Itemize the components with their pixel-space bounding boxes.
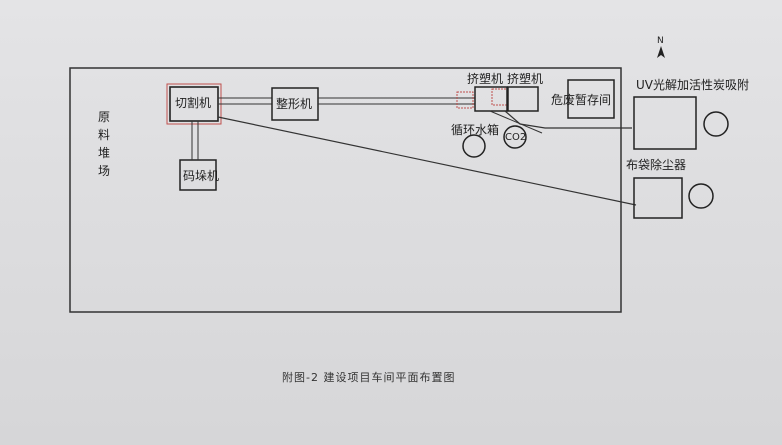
workshop-boundary: [69, 67, 622, 313]
dust-collector-box: [633, 177, 683, 219]
water-tank-label: 循环水箱: [451, 123, 500, 137]
raw-material-yard-label: 原料堆场: [97, 110, 110, 178]
shaping-machine-label: 整形机: [276, 97, 313, 111]
extruder-2-box: [507, 86, 539, 112]
extruder-1-label: 挤塑机: [467, 72, 504, 86]
duct-extruder-to-uv: [504, 110, 632, 129]
uv-fan-circle: [703, 111, 729, 137]
duct-extruder-to-uv-2: [489, 110, 543, 134]
dust-collector-label: 布袋除尘器: [626, 158, 687, 172]
extruder-1-box: [474, 86, 508, 112]
stacking-machine-label: 码垛机: [183, 169, 220, 183]
extruder-aux-box-left: [456, 91, 474, 109]
hazardous-waste-room-box: [567, 79, 615, 119]
duct-cut-to-dust: [217, 116, 637, 206]
extruder-2-label: 挤塑机: [507, 72, 544, 86]
north-label: N: [657, 36, 664, 46]
north-arrow-icon: [657, 46, 665, 58]
uv-unit-label: UV光解加活性炭吸附: [636, 78, 749, 92]
cutting-machine-label: 切割机: [175, 96, 212, 110]
uv-unit-box: [633, 96, 697, 150]
co2-circle: [503, 125, 527, 149]
hazardous-waste-label: 危废暂存间: [551, 93, 612, 107]
figure-caption: 附图-2 建设项目车间平面布置图: [282, 371, 456, 384]
water-tank-circle: [462, 134, 486, 158]
dust-fan-circle: [688, 183, 714, 209]
co2-label: CO2: [505, 132, 527, 143]
extruder-aux-box-right: [491, 88, 509, 106]
